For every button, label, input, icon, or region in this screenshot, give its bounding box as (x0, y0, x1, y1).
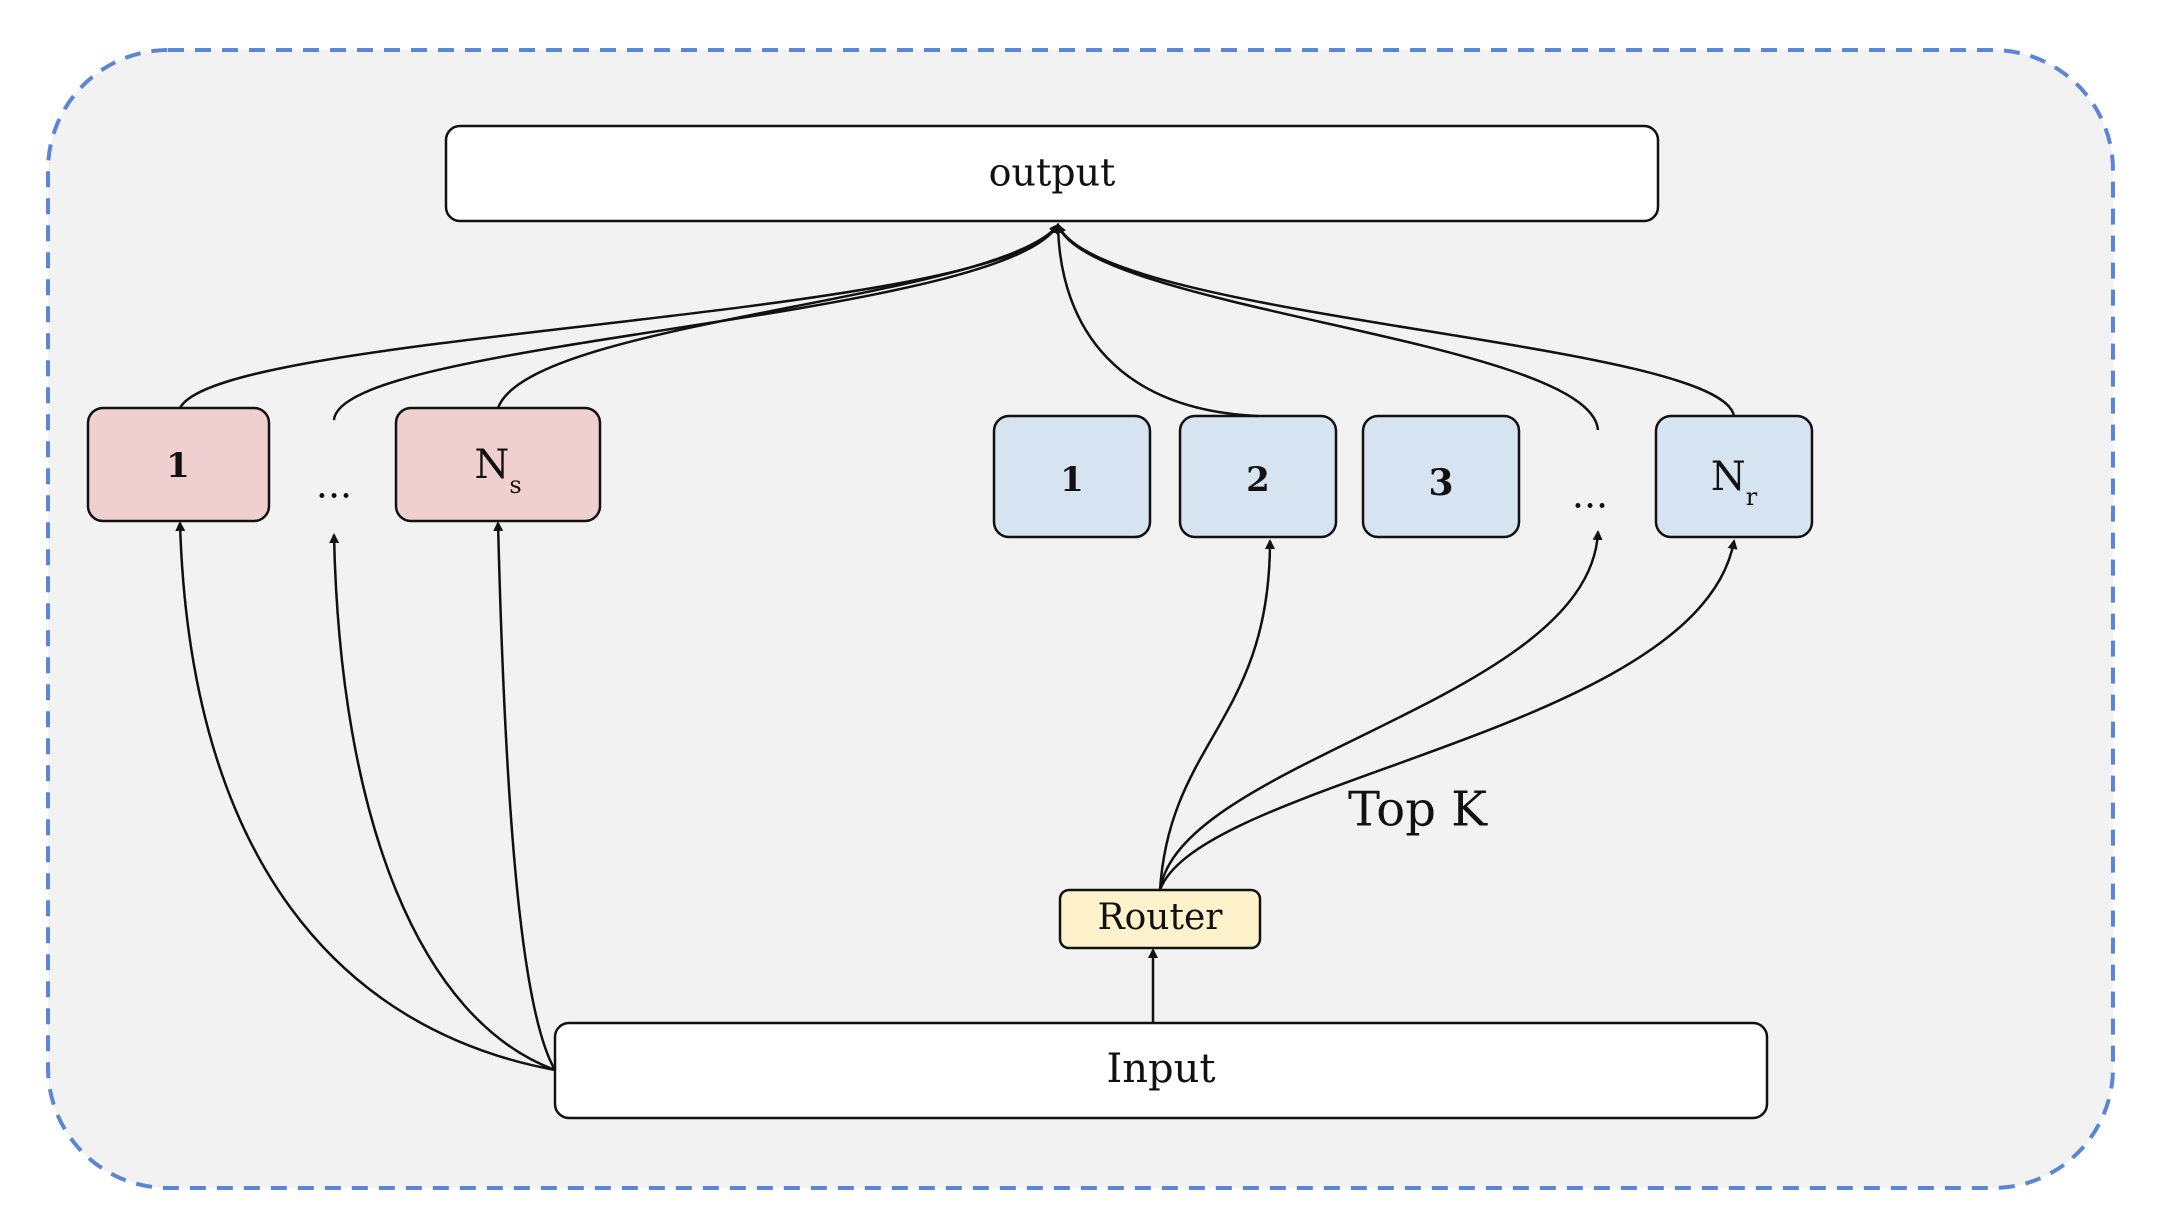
routed-expert-nr-base: N (1711, 454, 1746, 500)
edge-shared-ellipsis-to-output (332, 223, 1060, 421)
routed-expert-3-label: 3 (1428, 462, 1453, 504)
shared-expert-ns-label: Ns (474, 442, 521, 499)
router-label: Router (1098, 897, 1224, 938)
topk-label: Top K (1348, 782, 1488, 838)
edge-router-to-expert-ellipsis (1158, 530, 1603, 891)
edge-shared-ns-to-output (496, 223, 1060, 409)
routed-expert-nr: Nr (1654, 414, 1814, 539)
edge-expert-nr-to-output (1056, 223, 1736, 417)
router-box: Router (1058, 888, 1262, 950)
shared-expert-ns-sub: s (509, 471, 521, 499)
edge-router-to-expert-2 (1158, 539, 1275, 891)
shared-expert-ns: Ns (394, 406, 602, 523)
edge-input-to-shared-ellipsis (329, 533, 556, 1072)
routed-expert-1-label: 1 (1060, 460, 1084, 500)
input-box: Input (553, 1021, 1769, 1120)
routed-expert-3: 3 (1361, 414, 1521, 539)
routed-expert-1: 1 (992, 414, 1152, 539)
outer-frame (46, 48, 2115, 1190)
edge-expert-2-to-output (1053, 223, 1259, 418)
edge-router-to-expert-nr (1158, 539, 1738, 891)
routed-experts-ellipsis: ... (1572, 473, 1608, 517)
output-label: output (989, 151, 1116, 195)
edge-expert-ellipsis-to-output (1056, 223, 1600, 431)
routed-expert-2: 2 (1178, 414, 1338, 539)
shared-expert-ns-base: N (474, 442, 509, 488)
edge-input-to-shared-1 (175, 521, 556, 1072)
routed-expert-2-label: 2 (1246, 460, 1270, 500)
input-label: Input (1106, 1046, 1215, 1092)
routed-expert-nr-label: Nr (1711, 454, 1758, 511)
routed-expert-nr-sub: r (1746, 483, 1758, 511)
shared-experts-ellipsis: ... (316, 463, 352, 507)
shared-expert-1-label: 1 (166, 446, 190, 486)
edge-input-to-shared-ns (493, 521, 557, 1071)
output-box: output (444, 124, 1660, 223)
shared-expert-1: 1 (86, 406, 271, 523)
